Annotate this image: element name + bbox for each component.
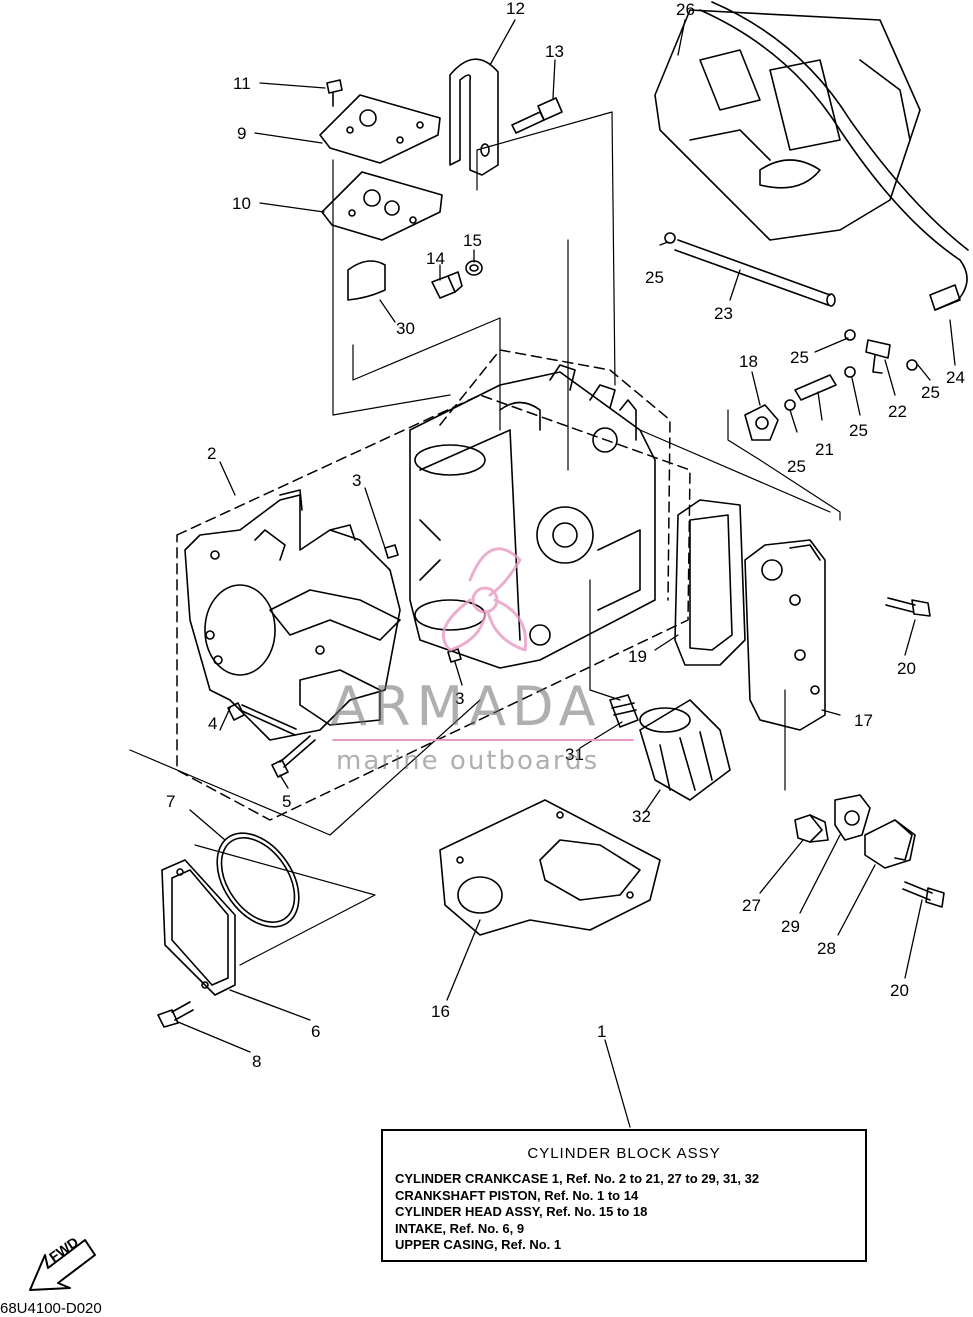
callout-29: 29 [781,917,800,936]
callout-23: 23 [714,304,733,323]
bolt-4 [227,702,297,736]
callout-10: 10 [232,194,251,213]
callout-25-e: 25 [787,457,806,476]
watermark-title: ARMADA [330,675,602,738]
plug-14 [431,271,463,299]
callout-4: 4 [208,714,218,733]
legend-line: CYLINDER HEAD ASSY, Ref. No. 15 to 18 [395,1204,648,1219]
diagram-code: 68U4100-D020 [0,1300,102,1317]
sleeve-30 [347,260,386,301]
callout-25-c: 25 [921,383,940,402]
joint-22 [865,339,891,374]
legend-title: CYLINDER BLOCK ASSY [527,1145,721,1162]
callout-22: 22 [888,402,907,421]
callout-7: 7 [166,792,176,811]
bolt-20a [885,597,931,617]
cover-28 [864,819,916,869]
callout-21: 21 [815,440,834,459]
legend-lines: CYLINDER CRANKCASE 1, Ref. No. 2 to 21, … [395,1171,759,1254]
fwd-arrow-icon [29,1239,96,1291]
callout-28: 28 [817,939,836,958]
legend-line: CYLINDER CRANKCASE 1, Ref. No. 2 to 21, … [395,1171,760,1186]
callout-24: 24 [946,368,965,387]
callout-9: 9 [237,124,247,143]
gasket-10 [321,171,443,241]
bolt-13 [511,97,563,134]
hose-21 [794,374,837,401]
callout-26: 26 [676,0,695,19]
fitting-18 [744,404,779,441]
thermostat-31 [609,694,639,728]
crankcase-2 [184,489,401,741]
callout-25-a: 25 [645,268,664,287]
cover-6 [161,859,236,996]
o-ring-7 [216,832,300,928]
callout-25-b: 25 [790,348,809,367]
washer-15 [465,260,483,276]
watermark-subtitle: marine outboards [336,746,600,776]
callout-3-a: 3 [352,471,362,490]
bolt-20b [902,881,945,908]
gasket-19 [674,499,746,666]
reference-lines [332,111,841,791]
callout-19: 19 [628,647,647,666]
guide-lines [129,699,481,966]
callout-5: 5 [282,792,292,811]
bracket-12 [449,58,499,176]
legend-line: INTAKE, Ref. No. 6, 9 [395,1220,525,1236]
callout-18: 18 [739,352,758,371]
callout-13: 13 [545,42,564,61]
legend-box: CYLINDER BLOCK ASSY CYLINDER CRANKCASE 1… [381,1129,867,1262]
callout-2: 2 [207,444,217,463]
bolt-8 [157,1001,194,1028]
clamps-25 [664,232,918,411]
callout-17: 17 [854,711,873,730]
callout-20-b: 20 [890,981,909,1000]
callout-27: 27 [742,896,761,915]
callout-1: 1 [597,1022,607,1041]
leader-lines [177,19,956,1128]
bolt-5 [271,735,316,778]
assembly-outline [176,349,691,821]
callout-16: 16 [431,1002,450,1021]
callout-25-d: 25 [849,421,868,440]
part-27 [794,814,829,843]
legend-line: CRANKSHAFT PISTON, Ref. No. 1 to 14 [395,1187,639,1203]
screw-11 [326,79,343,107]
filter-32 [639,699,731,801]
cover-9 [319,94,441,164]
callout-8: 8 [252,1052,262,1071]
hose-24 [699,1,969,311]
callout-11: 11 [233,74,251,93]
callout-3-b: 3 [455,689,465,708]
gasket-16 [439,799,661,936]
hose-23 [674,239,836,307]
legend-line: UPPER CASING, Ref. No. 1 [395,1237,562,1252]
cover-17 [744,539,826,731]
callout-6: 6 [311,1022,321,1041]
callout-30: 30 [396,319,415,338]
upper-casing [654,9,921,241]
callout-12: 12 [506,0,525,18]
watermark-propeller [441,547,528,652]
callout-32: 32 [632,807,651,826]
callout-14: 14 [426,249,445,268]
callout-15: 15 [463,231,482,250]
callout-31: 31 [565,745,584,764]
dowels-3 [384,544,462,663]
callout-20-a: 20 [897,659,916,678]
gasket-29 [834,794,871,841]
